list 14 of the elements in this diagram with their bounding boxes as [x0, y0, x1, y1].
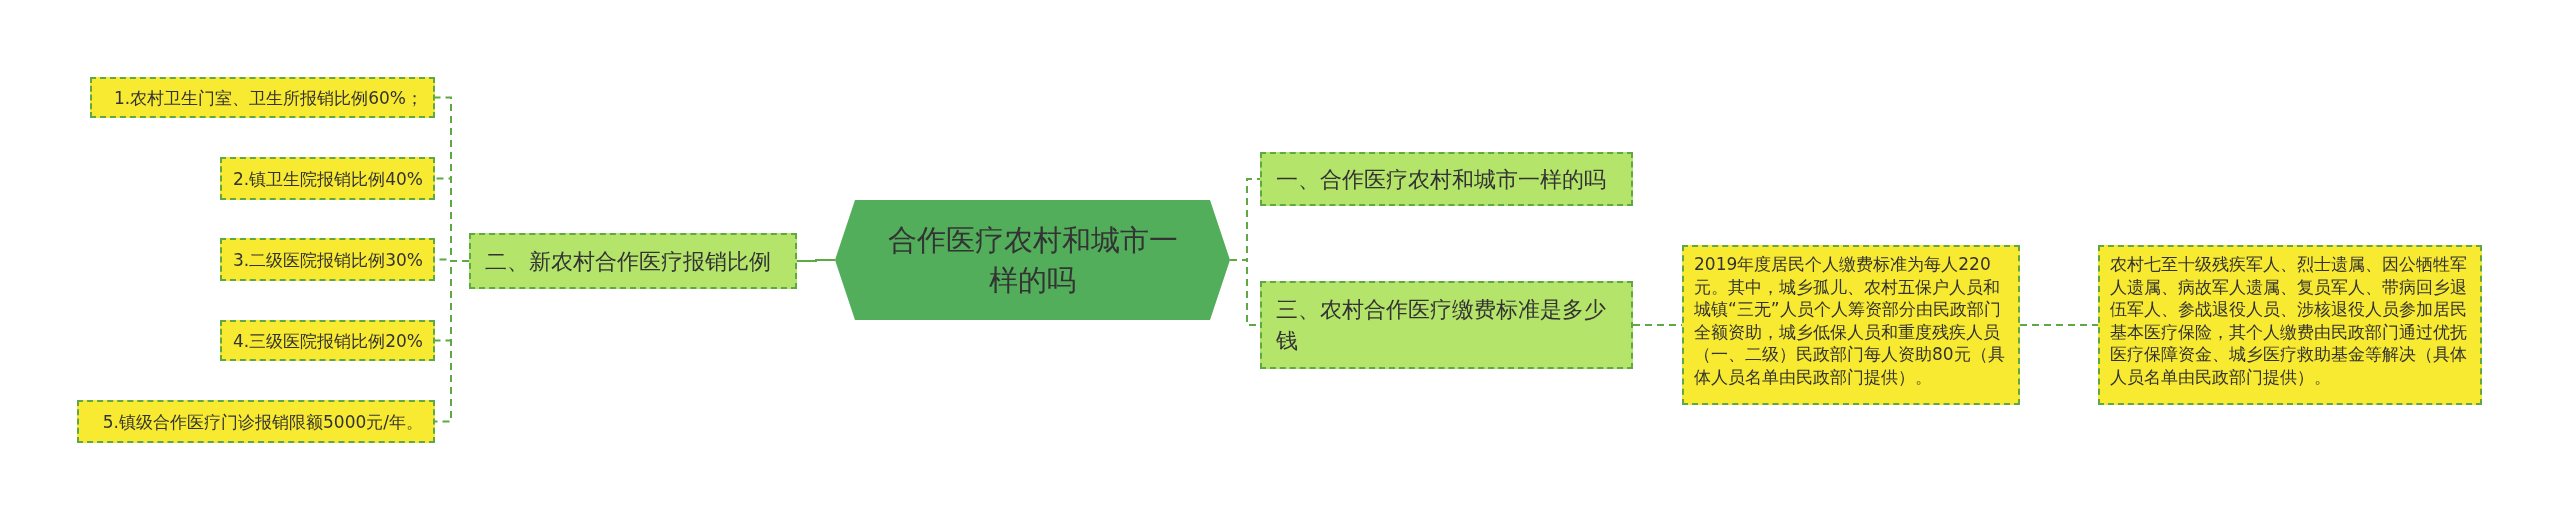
connector-line [2019, 324, 2099, 326]
topic-hexagon: 合作医疗农村和城市一样的吗 [835, 200, 1230, 320]
item-box: 5.镇级合作医疗门诊报销限额5000元/年。 [77, 400, 435, 443]
item-box: 1.农村卫生门室、卫生所报销比例60%； [90, 77, 435, 118]
note-box: 2019年度居民个人缴费标准为每人220元。其中，城乡孤儿、农村五保户人员和城镇“三无”人员个人筹资部分由民政部门全额资助，城乡低保人员和重度残疾人员（一、二级）民政部门每人资助80元（具体人员名单由民政部门提供）。 [1682, 245, 2020, 405]
connector-line [796, 259, 836, 262]
item-box: 3.二级医院报销比例30% [220, 238, 435, 281]
note-box: 农村七至十级残疾军人、烈士遗属、因公牺牲军人遗属、病故军人遗属、复员军人、带病回乡退伍军人、参战退役人员、涉核退役人员参加居民基本医疗保险，其个人缴费由民政部门通过优抚医疗保障资金、城乡医疗救助基金等解决（具体人员名单由民政部门提供）。 [2098, 245, 2482, 405]
connector-line [434, 260, 470, 423]
topic-box: 三、农村合作医疗缴费标准是多少钱 [1260, 281, 1633, 369]
topic-box: 二、新农村合作医疗报销比例 [469, 233, 797, 289]
item-box: 2.镇卫生院报销比例40% [220, 157, 435, 200]
item-box: 4.三级医院报销比例20% [220, 320, 435, 361]
topic-box: 一、合作医疗农村和城市一样的吗 [1260, 152, 1633, 206]
